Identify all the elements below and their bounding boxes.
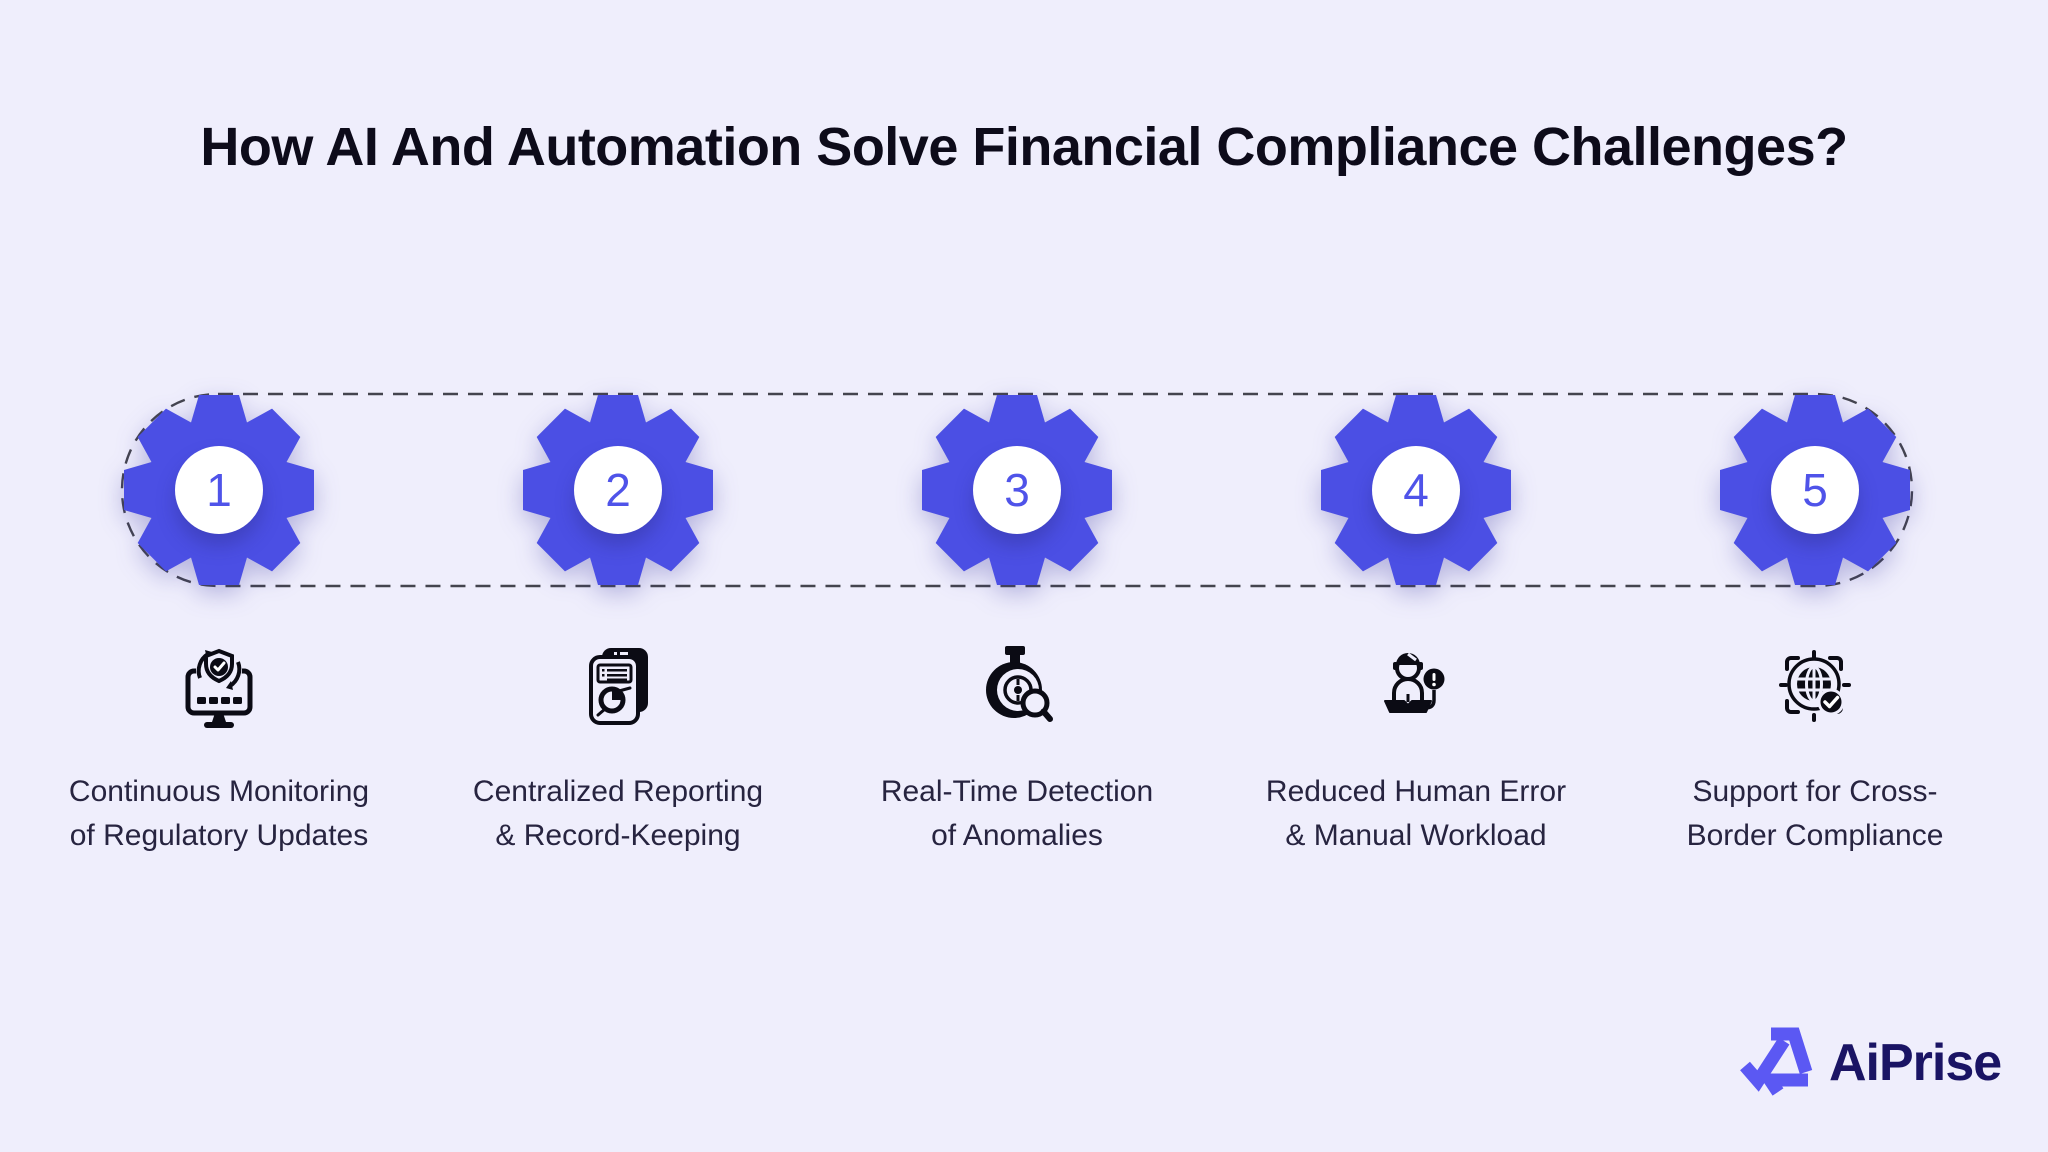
step-number-badge: 3 <box>973 446 1061 534</box>
step-number-badge: 5 <box>1771 446 1859 534</box>
step-number: 2 <box>605 464 631 516</box>
step-number: 1 <box>206 464 232 516</box>
step-label-line1: Continuous Monitoring <box>68 775 370 808</box>
globe-target-check-icon <box>1779 650 1851 722</box>
report-document-chart-icon <box>589 648 648 725</box>
step-label: Reduced Human Error & Manual Workload <box>1196 770 1636 858</box>
step-label: Continuous Monitoring of Regulatory Upda… <box>0 770 439 858</box>
monitor-shield-refresh-icon <box>185 647 253 728</box>
aiprise-triangle-mark-icon <box>1740 1027 1813 1096</box>
step-number-badge: 2 <box>574 446 662 534</box>
step-label-line1: Centralized Reporting <box>472 775 764 808</box>
step-label-line1: Reduced Human Error <box>1265 775 1567 808</box>
step-label-line2: of Anomalies <box>931 819 1103 852</box>
step-label-line2: of Regulatory Updates <box>69 819 369 852</box>
brand-logo-text: AiPrise <box>1829 1034 2002 1092</box>
step-number-badge: 1 <box>175 446 263 534</box>
step-label: Real-Time Detection of Anomalies <box>797 770 1237 858</box>
person-alert-icon <box>1384 652 1445 713</box>
step-number: 4 <box>1403 464 1429 516</box>
step-label-line2: Border Compliance <box>1686 819 1944 852</box>
step-label-line2: & Manual Workload <box>1285 819 1547 852</box>
step-label: Support for Cross- Border Compliance <box>1595 770 2035 858</box>
step-number: 5 <box>1802 464 1828 516</box>
gear-shape-1 <box>124 395 314 585</box>
step-label: Centralized Reporting & Record-Keeping <box>398 770 838 858</box>
step-label-line1: Support for Cross- <box>1692 775 1938 808</box>
stopwatch-magnifier-icon <box>986 646 1053 722</box>
step-number: 3 <box>1004 464 1030 516</box>
page-title: How AI And Automation Solve Financial Co… <box>200 117 1848 177</box>
step-number-badge: 4 <box>1372 446 1460 534</box>
step-label-line2: & Record-Keeping <box>495 819 741 852</box>
gear-shape-2 <box>523 395 713 585</box>
brand-logo: AiPrise <box>1737 1020 2002 1106</box>
step-label-line1: Real-Time Detection <box>880 775 1154 808</box>
